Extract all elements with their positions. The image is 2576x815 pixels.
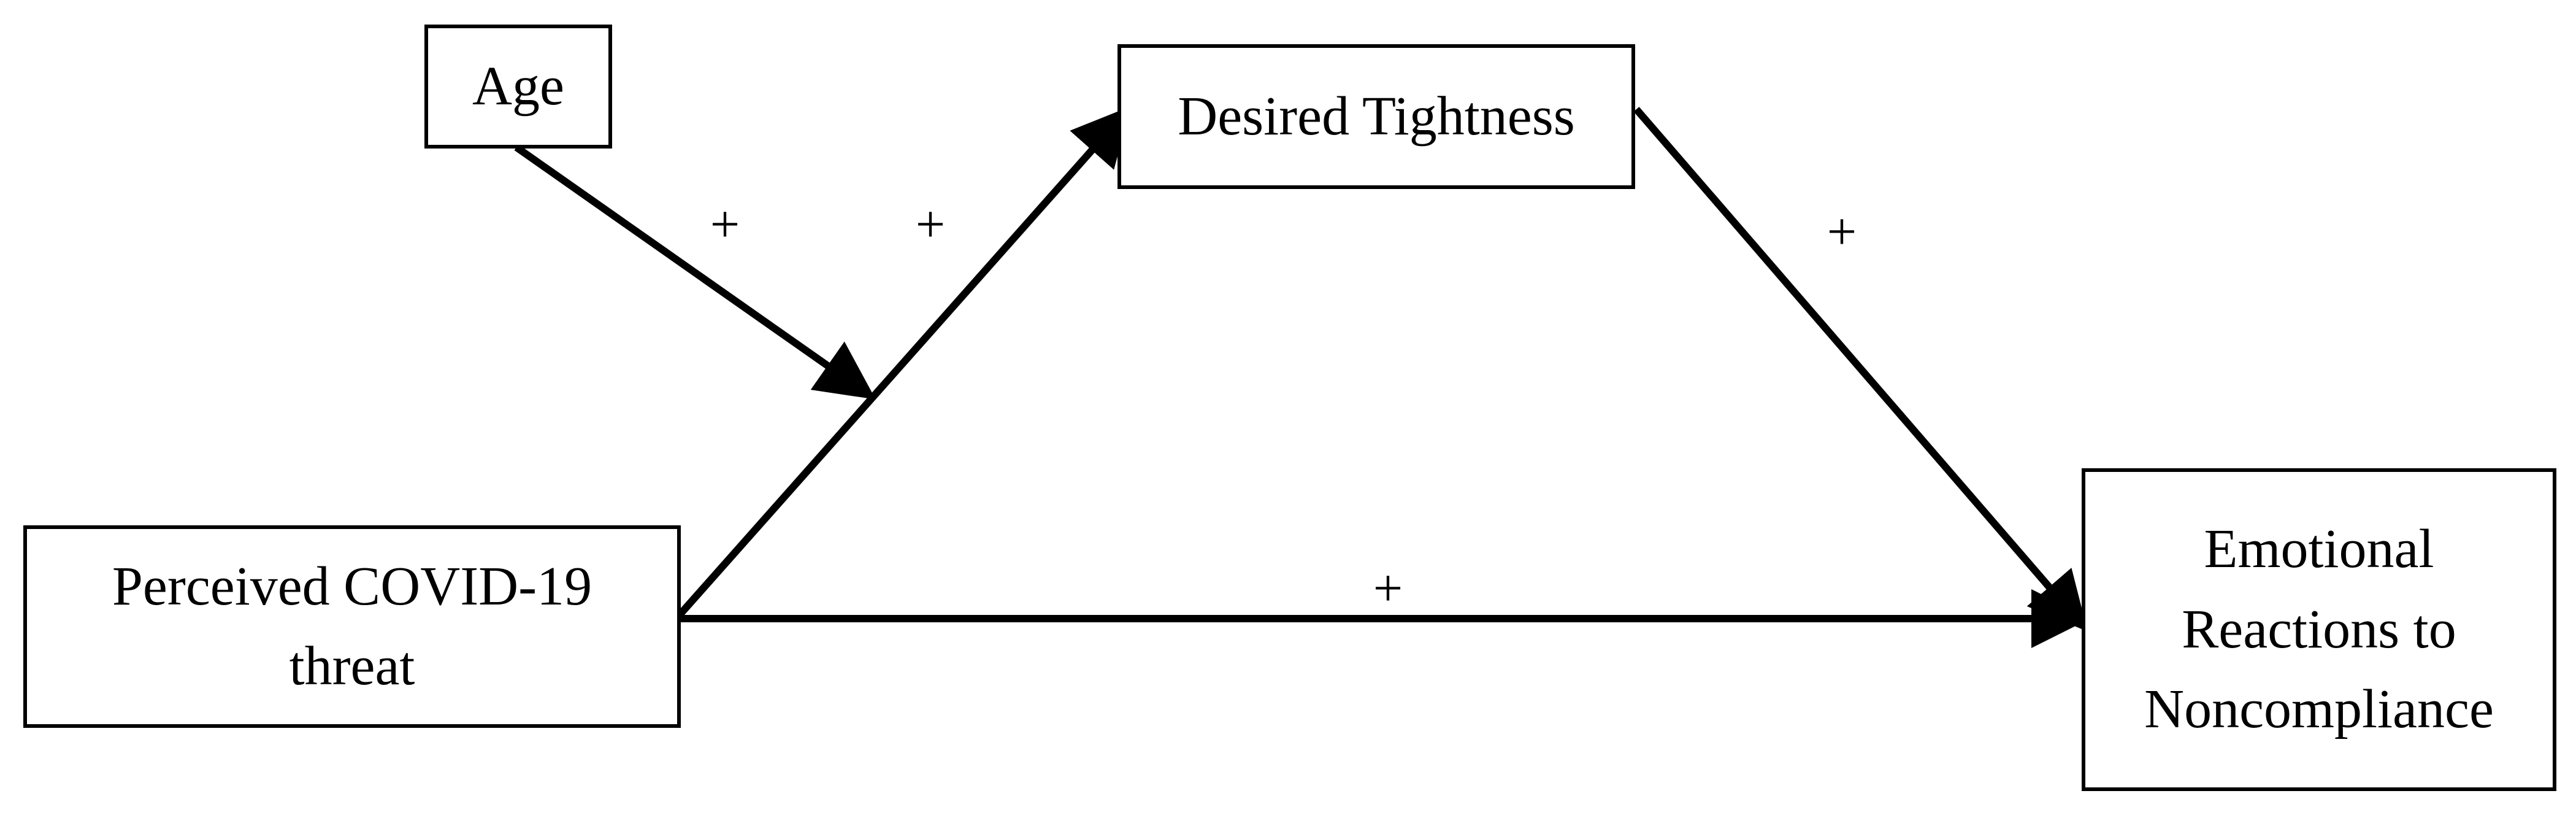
arrow-age-to-path — [514, 144, 876, 400]
node-perceived-covid-threat: Perceived COVID-19 threat — [23, 525, 681, 728]
sign-threat-to-emotional-reactions: + — [1373, 558, 1403, 617]
sign-desired-tightness-to-emotional-reactions: + — [1827, 202, 1857, 261]
arrow-threat-to-desired-tightness — [677, 106, 1131, 617]
node-perceived-covid-threat-label: Perceived COVID-19 threat — [112, 555, 592, 697]
node-age-label: Age — [472, 55, 564, 117]
node-emotional-reactions: Emotional Reactions to Noncompliance — [2082, 468, 2556, 791]
arrow-desired-tightness-to-emotional-reactions — [1633, 107, 2088, 632]
sign-age-moderation: + — [710, 195, 740, 253]
node-desired-tightness: Desired Tightness — [1117, 44, 1635, 189]
sign-threat-to-desired-tightness: + — [915, 195, 946, 253]
node-emotional-reactions-label: Emotional Reactions to Noncompliance — [2144, 519, 2494, 740]
node-age: Age — [424, 25, 612, 149]
node-desired-tightness-label: Desired Tightness — [1178, 85, 1575, 147]
